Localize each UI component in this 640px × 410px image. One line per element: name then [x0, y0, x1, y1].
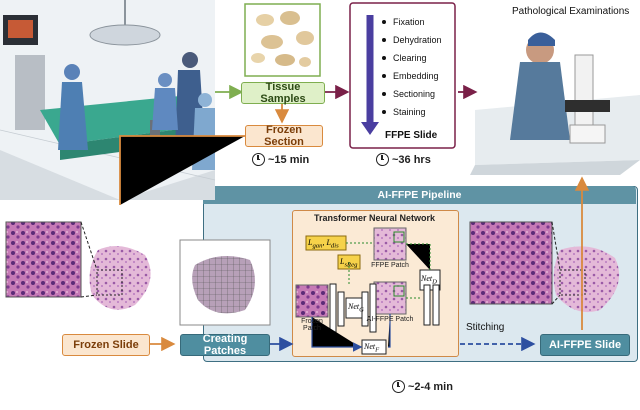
net-d-label: NetD	[421, 274, 437, 286]
microscope-illustration	[470, 32, 640, 175]
stitching-label: Stitching	[466, 322, 505, 333]
frozen-section-label: Frozen Section	[245, 124, 323, 148]
operating-room-illustration	[0, 0, 216, 200]
clock-icon	[376, 153, 389, 166]
ffpe-step: Embedding	[382, 67, 457, 85]
timer-pipeline-value: ~2-4 min	[408, 380, 453, 393]
transformer-network	[295, 227, 441, 355]
frozen-slide-label: Frozen Slide	[62, 334, 150, 356]
timer-frozen-value: ~15 min	[268, 153, 310, 166]
ffpe-patch-label: FFPE Patch	[371, 262, 409, 269]
ffpe-step: Clearing	[382, 49, 457, 67]
tissue-samples-label: Tissue Samples	[241, 81, 325, 105]
ffpe-step: Dehydration	[382, 31, 457, 49]
ai-ffpe-patch-label: AI-FFPE Patch	[366, 316, 414, 323]
ffpe-slide-label: FFPE Slide	[385, 130, 438, 141]
timer-pipeline: ~2-4 min	[392, 380, 453, 393]
loss-reg-formula: LsReg	[340, 257, 358, 269]
ai-ffpe-pipeline-title: AI-FFPE Pipeline	[377, 189, 462, 201]
timer-ffpe-value: ~36 hrs	[392, 153, 431, 166]
ai-ffpe-slide-label: AI-FFPE Slide	[540, 334, 630, 356]
net-g-label: NetG	[348, 302, 364, 314]
transformer-title: Transformer Neural Network	[313, 213, 436, 223]
ffpe-step: Sectioning	[382, 85, 457, 103]
loss-gan-formula: Lgan, Ldis	[308, 238, 339, 250]
arrows	[119, 84, 590, 352]
patches-grid-image	[179, 239, 271, 326]
net-f-label: NetF	[364, 342, 380, 354]
ffpe-steps-list: Fixation Dehydration Clearing Embedding …	[382, 13, 457, 121]
timer-frozen: ~15 min	[252, 153, 309, 166]
frozen-slide-images	[5, 221, 151, 310]
ai-ffpe-pipeline-title-bar: AI-FFPE Pipeline	[203, 186, 636, 204]
ffpe-step: Fixation	[382, 13, 457, 31]
ffpe-step: Staining	[382, 103, 457, 121]
clock-icon	[392, 380, 405, 393]
tissue-samples-photo	[244, 3, 321, 77]
frozen-patch-label: Frozen Patch	[301, 318, 323, 332]
ai-ffpe-slide-images	[469, 221, 620, 313]
creating-patches-label: Creating Patches	[180, 333, 270, 357]
ffpe-process-box	[349, 2, 456, 149]
pathological-examinations-label: Pathological Examinations	[512, 6, 630, 17]
clock-icon	[252, 153, 265, 166]
timer-ffpe: ~36 hrs	[376, 153, 431, 166]
